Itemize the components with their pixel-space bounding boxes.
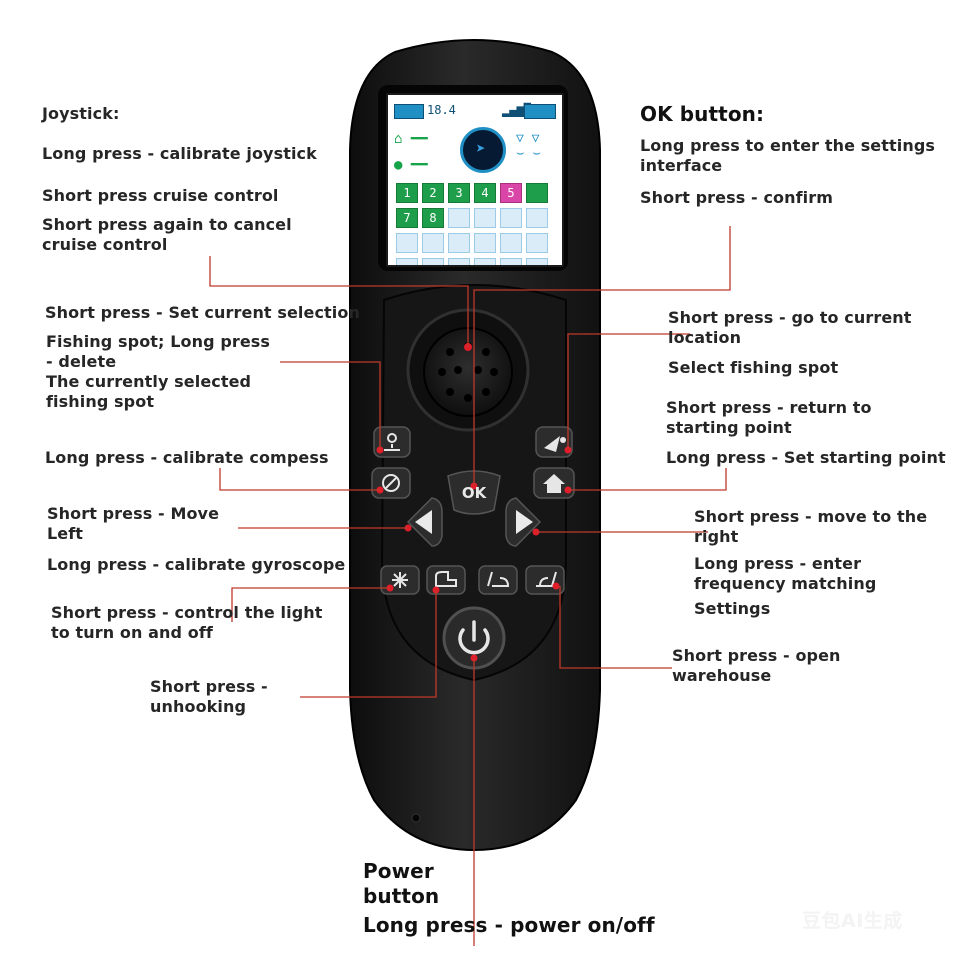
grid-cell: [474, 258, 496, 267]
hopper-button[interactable]: [479, 566, 517, 594]
left-short: Short press - Move Left: [47, 504, 219, 544]
grid-cell: [448, 208, 470, 228]
grid-cell: [500, 258, 522, 267]
remote-screen: 18.4 ▂▄▆█ ⌂ ━━ ● ━━ ➤ ▽ ▽⌣ ⌣ 1 2 3 4 5 7…: [386, 93, 564, 267]
warehouse-button[interactable]: [526, 566, 564, 594]
joystick-knob: [424, 328, 512, 416]
grid-cell: [396, 233, 418, 253]
ok-long: Long press to enter the settings interfa…: [640, 136, 935, 176]
fishing-spot-short: Short press - Set current selection: [45, 303, 360, 323]
grid-cell: [526, 258, 548, 267]
location-select: Select fishing spot: [668, 358, 838, 378]
warehouse-short: Short press - open warehouse: [672, 646, 841, 686]
grid-cell: [526, 208, 548, 228]
grid-cell: [526, 183, 548, 203]
joystick-short-again: Short press again to cancel cruise contr…: [42, 215, 292, 255]
home-short: Short press - return to starting point: [666, 398, 872, 438]
home-long: Long press - Set starting point: [666, 448, 946, 468]
grid-cell: [526, 233, 548, 253]
grid-cell: [448, 258, 470, 267]
joystick-heading: Joystick:: [42, 104, 119, 124]
power-long: Long press - power on/off: [363, 913, 655, 938]
compass-display-icon: ➤: [460, 127, 506, 173]
fishing-spot-long: Fishing spot; Long press - delete The cu…: [46, 332, 270, 412]
compass-long: Long press - calibrate compess: [45, 448, 329, 468]
grid-cell: 4: [474, 183, 496, 203]
joystick-long-press: Long press - calibrate joystick: [42, 144, 317, 164]
grid-cell: 3: [448, 183, 470, 203]
ok-heading: OK button:: [640, 104, 764, 124]
left-long: Long press - calibrate gyroscope: [47, 555, 345, 575]
ok-short: Short press - confirm: [640, 188, 833, 208]
grid-cell: 8: [422, 208, 444, 228]
grid-cell: [396, 258, 418, 267]
grid-cell: [474, 233, 496, 253]
light-icon: [392, 572, 408, 588]
ok-label: OK: [456, 484, 492, 502]
grid-cell: [474, 208, 496, 228]
grid-cell: [422, 233, 444, 253]
grid-cell: 1: [396, 183, 418, 203]
right-long: Long press - enter frequency matching: [694, 554, 876, 594]
light-short: Short press - control the light to turn …: [51, 603, 323, 643]
pin-mini-icon: ● ━━: [394, 157, 428, 173]
grid-cell: 7: [396, 208, 418, 228]
right-settings: Settings: [694, 599, 770, 619]
grid-cell: [422, 258, 444, 267]
status-bar: 18.4 ▂▄▆█: [394, 102, 556, 120]
unhook-short: Short press - unhooking: [150, 677, 268, 717]
home-mini-icon: ⌂ ━━: [394, 131, 428, 147]
mic-hole: [412, 814, 420, 822]
location-short: Short press - go to current location: [668, 308, 912, 348]
fishing-spot-grid: 1 2 3 4 5 7 8: [396, 183, 556, 267]
joystick-short-press: Short press cruise control: [42, 186, 279, 206]
voltage-readout: 18.4: [427, 103, 456, 117]
grid-cell: 2: [422, 183, 444, 203]
grid-cell: 5: [500, 183, 522, 203]
right-short: Short press - move to the right: [694, 507, 927, 547]
power-heading: Power button: [363, 859, 439, 909]
watermark: 豆包AI生成: [802, 906, 903, 933]
battery-icon: [394, 104, 424, 119]
battery2-icon: [524, 104, 556, 119]
grid-cell: [448, 233, 470, 253]
grid-cell: [500, 233, 522, 253]
grid-cell: [500, 208, 522, 228]
hopper-mini-icon: ▽ ▽⌣ ⌣: [516, 131, 541, 161]
